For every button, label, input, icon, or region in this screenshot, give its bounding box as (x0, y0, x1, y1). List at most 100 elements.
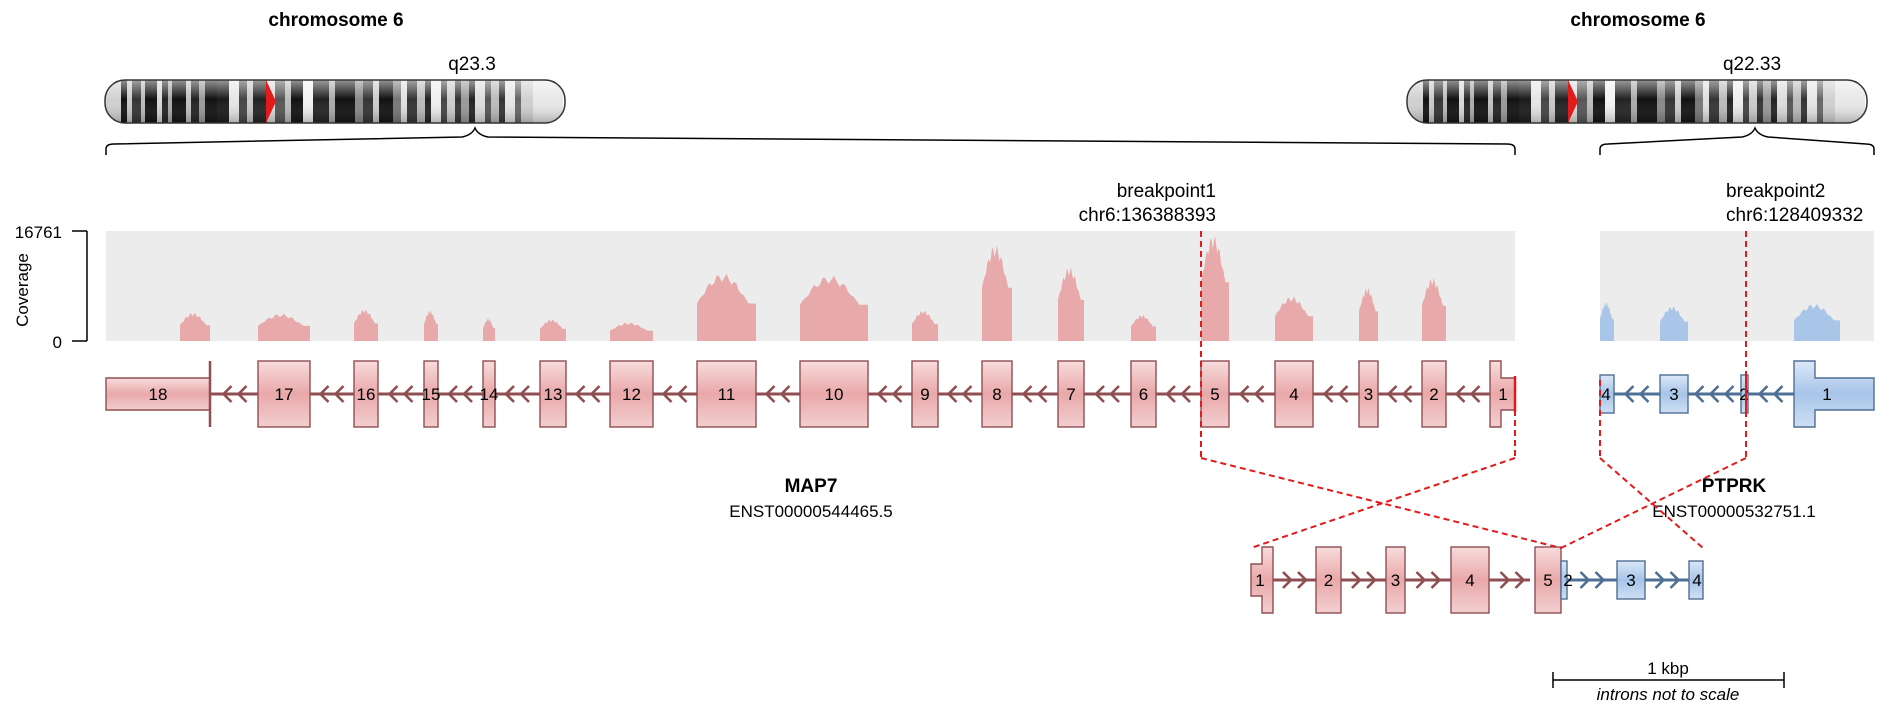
scale-bar-label: 1 kbp (1647, 659, 1689, 678)
gene2-exon-3-label: 3 (1669, 385, 1678, 404)
gene1-coverage-peak (258, 313, 310, 341)
gene1-coverage-peak (424, 310, 438, 341)
gene1-exon-12-label: 12 (622, 385, 641, 404)
gene1-coverage-peak (912, 310, 938, 341)
gene1-exon-17 (257, 360, 311, 428)
fusion-exon-b2 (1560, 560, 1568, 600)
fusion-exon-2-label: 2 (1324, 571, 1333, 590)
gene1-transcript: ENST00000544465.5 (729, 502, 893, 521)
gene1-exon-8-label: 8 (992, 385, 1001, 404)
breakpoint2-name: breakpoint2 (1726, 181, 1825, 202)
gene2-exon-1 (1793, 360, 1875, 428)
gene2-coverage-peak (1600, 301, 1614, 341)
fusion-exon-3 (1385, 546, 1406, 614)
gene1-exon-3 (1358, 360, 1379, 428)
fusion-exon-4 (1450, 546, 1490, 614)
right-chromosome-band-label: q22.33 (1723, 54, 1781, 75)
gene1-coverage-peak (610, 322, 653, 341)
gene1-exon-13 (539, 360, 567, 428)
gene1-exon-17-label: 17 (275, 385, 294, 404)
right-centromere (1568, 80, 1578, 123)
fusion-exon-5 (1534, 546, 1562, 614)
breakpoint1-position: chr6:136388393 (1079, 205, 1216, 226)
scale-bar (1552, 672, 1785, 688)
gene2-name: PTPRK (1702, 476, 1767, 497)
left-zoom-bracket (105, 126, 1516, 155)
gene1-exon-16-label: 16 (357, 385, 376, 404)
gene1-coverage-peak (982, 245, 1012, 341)
gene1-exon-9 (911, 360, 939, 428)
fusion-exon-4-label: 4 (1465, 571, 1474, 590)
scale-bar-note: introns not to scale (1597, 685, 1740, 704)
gene2-exon-3 (1659, 374, 1689, 414)
gene1-exon-14-label: 14 (480, 385, 499, 404)
gene1-coverage-peak (1359, 287, 1378, 341)
fusion-exon-2 (1315, 546, 1342, 614)
right-zoom-bracket (1599, 126, 1875, 155)
gene1-exon-7-label: 7 (1066, 385, 1075, 404)
gene1-exon-13-label: 13 (544, 385, 563, 404)
gene1-exon-5-label: 5 (1210, 385, 1219, 404)
gene1-coverage-peak (1275, 296, 1313, 341)
fusion-exon-b3-label: 3 (1626, 571, 1635, 590)
breakpoint1-marker (1200, 231, 1562, 549)
gene2-exon-track: 4 3 2 1 (1599, 360, 1875, 428)
fusion-exon-b3 (1616, 560, 1646, 600)
coverage-max-label: 16761 (15, 223, 62, 242)
gene1-coverage-peak (180, 312, 210, 341)
gene1-exon-14 (482, 360, 496, 428)
gene1-coverage-peak (483, 318, 495, 341)
left-chromosome-title: chromosome 6 (268, 10, 403, 31)
fusion-exon-b4 (1688, 560, 1704, 600)
gene1-exon-6-label: 6 (1139, 385, 1148, 404)
gene1-exon-3-label: 3 (1364, 385, 1373, 404)
gene2-exon-1-label: 1 (1822, 385, 1831, 404)
gene1-exon-2-label: 2 (1429, 385, 1438, 404)
breakpoint2-position: chr6:128409332 (1726, 205, 1863, 226)
gene1-exon-9-label: 9 (920, 385, 929, 404)
gene1-exon-2 (1421, 360, 1447, 428)
coverage-min-label: 0 (53, 333, 62, 352)
left-centromere (266, 80, 276, 123)
gene2-exon-4-label: 4 (1601, 385, 1610, 404)
gene1-exon-11 (696, 360, 757, 428)
gene1-exon-10-label: 10 (825, 385, 844, 404)
gene1-coverage-peak (800, 275, 868, 341)
fusion-exon-3-label: 3 (1391, 571, 1400, 590)
gene1-exon-11-label: 11 (718, 385, 736, 404)
gene1-exon-10 (799, 360, 869, 428)
gene1-coverage-track (180, 235, 1446, 341)
gene1-coverage-peak (1058, 267, 1084, 341)
gene2-coverage-peak (1794, 304, 1840, 341)
gene1-coverage-peak (540, 319, 566, 341)
gene1-exon-7 (1057, 360, 1085, 428)
gene1-name: MAP7 (785, 476, 838, 497)
gene1-coverage-peak (1422, 278, 1446, 341)
gene1-exon-12 (609, 360, 654, 428)
gene1-coverage-peak (1131, 314, 1156, 341)
fusion-exon-1-label: 1 (1255, 571, 1264, 590)
gene2-coverage-peak (1660, 306, 1688, 341)
gene1-coverage-peak (1201, 235, 1229, 341)
gene1-exon-15-label: 15 (422, 385, 441, 404)
right-chromosome-ideogram (1406, 79, 1868, 124)
breakpoint2-marker (1560, 231, 1747, 549)
gene2-coverage-track (1600, 301, 1840, 341)
right-chromosome-title: chromosome 6 (1570, 10, 1705, 31)
breakpoint1-name: breakpoint1 (1117, 181, 1216, 202)
gene1-exon-8 (981, 360, 1013, 428)
coverage-axis-label: Coverage (13, 253, 32, 327)
gene1-exon-16 (353, 360, 379, 428)
fusion-exon-1 (1250, 546, 1274, 614)
gene1-exon-1-label: 1 (1498, 385, 1507, 404)
gene1-exon-4 (1274, 360, 1314, 428)
gene2-transcript: ENST00000532751.1 (1652, 502, 1816, 521)
gene1-exon-4-label: 4 (1289, 385, 1298, 404)
gene2-exon-2-label: 2 (1739, 385, 1748, 404)
fusion-exon-5-label: 5 (1543, 571, 1552, 590)
gene1-exon-6 (1130, 360, 1157, 428)
gene1-exon-15 (423, 360, 439, 428)
